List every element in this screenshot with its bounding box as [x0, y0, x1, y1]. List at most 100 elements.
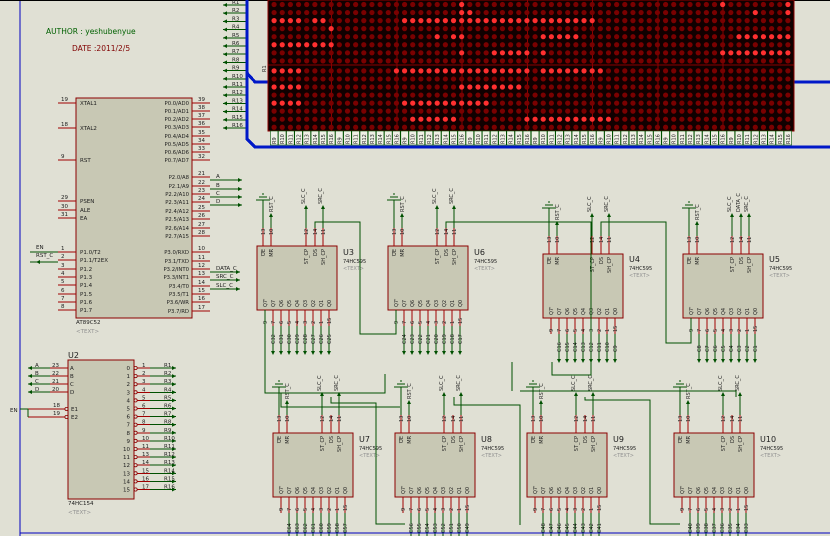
shift-register-body[interactable]	[673, 432, 755, 498]
ground-icon	[542, 201, 556, 209]
led-dot	[475, 100, 481, 106]
shift-register-body[interactable]	[526, 432, 608, 498]
shift-register-body[interactable]	[387, 245, 469, 311]
matrix-pin	[669, 130, 678, 146]
shift-register-body[interactable]	[256, 245, 338, 311]
shift-register-u6[interactable]: U674HC595<TEXT>13OE10MR12ST_CP14DS11SH_C…	[387, 188, 497, 355]
led-dot	[401, 76, 408, 82]
led-dot	[532, 18, 538, 24]
led-dot	[377, 116, 383, 122]
matrix-pin	[579, 130, 589, 146]
shift-register-u5[interactable]: U574HC595<TEXT>13OE10MR12ST_CP14DS11SH_C…	[682, 193, 792, 363]
mcu-pin-number: 22	[198, 180, 205, 186]
led-dot	[279, 68, 285, 74]
led-dot	[401, 84, 408, 90]
led-dot	[728, 92, 734, 98]
led-dot	[573, 50, 579, 56]
matrix-pin	[498, 130, 507, 146]
led-dot	[777, 26, 783, 32]
led-dot	[614, 34, 620, 40]
shift-register-body[interactable]	[682, 253, 764, 319]
led-dot	[304, 26, 310, 32]
led-dot	[638, 68, 644, 74]
led-dot	[304, 34, 310, 40]
shift-register-u8[interactable]: U874HC595<TEXT>13OE10MR12ST_CP14DS11SH_C…	[394, 375, 504, 536]
decoder-pin-number: 1	[142, 363, 146, 369]
led-dot	[679, 50, 685, 56]
led-dot	[654, 76, 661, 82]
led-dot	[614, 92, 620, 98]
shift-register-u4[interactable]: U474HC595<TEXT>13OE10MR12ST_CP14DS11SH_C…	[542, 196, 652, 363]
arrow-left-icon	[28, 382, 32, 386]
led-dot	[654, 26, 661, 32]
led-dot	[597, 108, 603, 114]
mcu-u11[interactable]: U1119XTAL118XTAL29RST29PSEN30ALE31EA1P1.…	[30, 97, 242, 335]
shift-register-u9[interactable]: U974HC595<TEXT>13OE10MR12ST_CP14DS11SH_C…	[526, 375, 636, 536]
net-label: R3	[164, 379, 172, 385]
led-dot	[703, 34, 709, 40]
mcu-pin-number: 27	[198, 222, 205, 228]
led-dot	[760, 42, 767, 48]
shift-register-u3[interactable]: U374HC595<TEXT>13OE10MR12ST_CP14DS11SH_C…	[256, 188, 366, 355]
led-dot	[540, 26, 546, 32]
led-dot	[589, 108, 595, 114]
chip-pin-number: 2	[311, 321, 317, 324]
led-dot	[320, 1, 326, 8]
shift-register-u10[interactable]: U1074HC595<TEXT>13OE10MR12ST_CP14DS11SH_…	[673, 375, 783, 536]
chip-pin-number: 7	[697, 329, 703, 332]
matrix-pin-label: R15	[778, 134, 784, 144]
decoder-body[interactable]	[67, 359, 135, 500]
led-dot	[752, 116, 758, 122]
led-dot	[483, 116, 489, 122]
chip-pin-name: Q6	[565, 308, 571, 315]
chip-pin-name: ST_CP	[590, 257, 596, 272]
led-dot	[295, 116, 302, 122]
led-dot	[328, 84, 334, 90]
led-dot	[540, 9, 546, 16]
mcu-pin-name: P3.2/INT0	[163, 267, 189, 273]
led-dot	[752, 18, 758, 24]
net-label: SRC_C	[604, 196, 610, 212]
shift-register-body[interactable]	[394, 432, 476, 498]
led-dot	[777, 58, 783, 64]
mcu-body[interactable]	[75, 97, 193, 319]
column-net-label: C2	[745, 345, 751, 352]
shift-register-body[interactable]	[542, 253, 624, 319]
led-dot	[687, 26, 693, 32]
led-dot	[630, 84, 636, 90]
led-dot	[410, 108, 416, 114]
net-label: R13	[164, 460, 175, 466]
led-dot	[728, 26, 734, 32]
led-dot	[630, 76, 636, 82]
matrix-pin	[375, 130, 385, 146]
led-dot	[393, 1, 400, 8]
arrow-down-icon	[418, 351, 422, 355]
led-dot	[736, 1, 742, 8]
shift-register-body[interactable]	[272, 432, 354, 498]
led-dot	[548, 116, 554, 122]
chip-pin-name: Q5	[573, 308, 579, 315]
chip-pin-name: Q7	[271, 300, 277, 307]
led-dot	[695, 76, 701, 82]
led-dot	[320, 84, 326, 90]
led-dot	[687, 92, 693, 98]
led-dot	[369, 18, 375, 24]
led-dot	[703, 68, 709, 74]
chip-pin-number: 2	[581, 508, 587, 511]
column-net-label: C54	[425, 523, 431, 533]
matrix-pin	[367, 130, 377, 146]
chip-pin-number: 15	[465, 505, 471, 511]
led-dot	[418, 9, 424, 16]
chip-pin-name: OE	[277, 436, 283, 443]
led-dot	[442, 100, 448, 106]
arrow-right-icon	[172, 422, 176, 427]
led-dot	[638, 50, 644, 56]
arrow-up-icon	[400, 213, 404, 217]
shift-register-u7[interactable]: U774HC595<TEXT>13OE10MR12ST_CP14DS11SH_C…	[272, 375, 382, 536]
matrix-pin	[433, 130, 442, 146]
arrow-left-icon	[223, 27, 227, 32]
led-dot	[785, 68, 791, 74]
